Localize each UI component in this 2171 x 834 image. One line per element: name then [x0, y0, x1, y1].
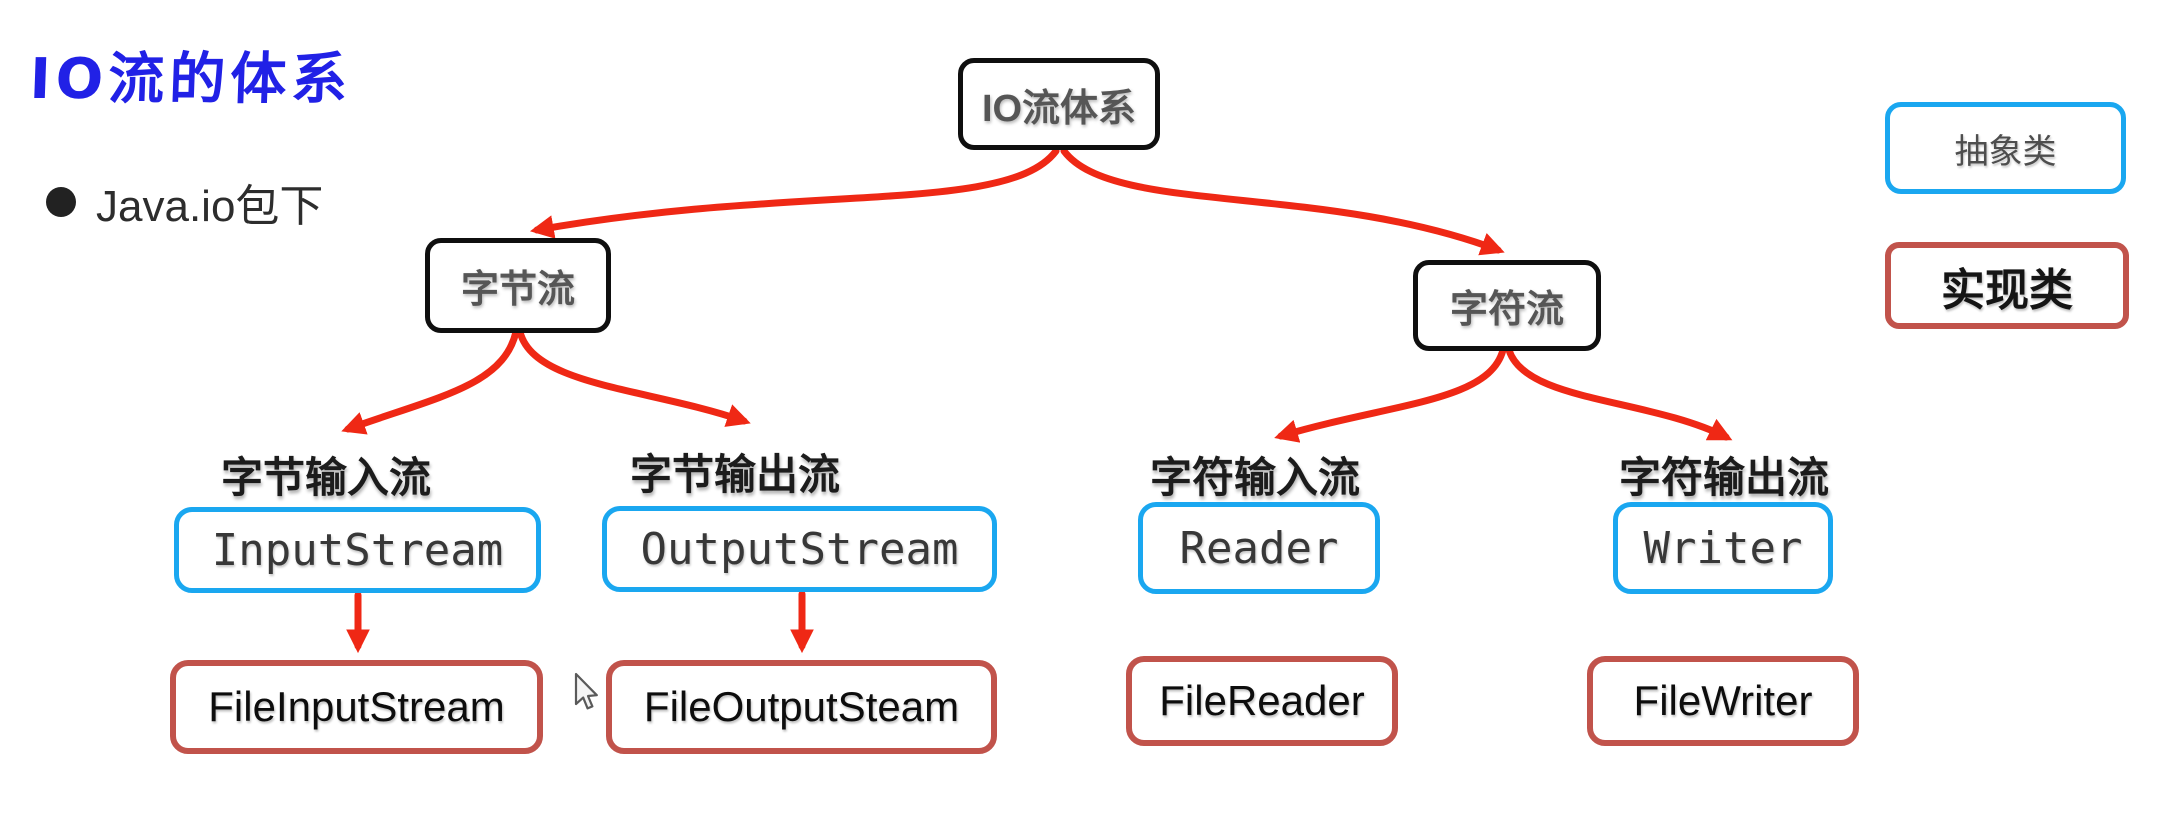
impl-class-node-filewriter: FileWriter [1587, 656, 1859, 746]
abstract-class-node-inputstream: InputStream [174, 507, 541, 593]
category-label-byte-output: 字节输出流 [629, 451, 841, 498]
arrow-char-to-reader [1274, 346, 1507, 443]
impl-class-node-filereader: FileReader [1126, 656, 1398, 746]
legend-impl-class-box: 实现类 [1885, 242, 2129, 329]
impl-class-node-fileinputstream: FileInputStream [170, 660, 543, 754]
abstract-class-node-reader: Reader [1138, 502, 1380, 594]
page-title: IO流的体系 [28, 47, 354, 112]
abstract-class-node-writer: Writer [1613, 502, 1833, 594]
node-char-stream: 字符流 [1413, 260, 1601, 351]
category-label-byte-input: 字节输入流 [220, 454, 432, 501]
abstract-class-node-outputstream: OutputStream [602, 506, 997, 592]
bullet-icon [46, 187, 76, 217]
arrow-root-to-char-stream [1060, 147, 1505, 256]
impl-class-node-fileoutputsteam: FileOutputSteam [606, 660, 997, 754]
node-io-root: IO流体系 [958, 58, 1160, 150]
node-byte-stream: 字节流 [425, 238, 611, 333]
bullet-text: Java.io包下 [96, 182, 324, 231]
legend-abstract-class-label: 抽象类 [1954, 131, 2057, 172]
arrow-byte-to-input [341, 328, 520, 435]
legend-abstract-class-box: 抽象类 [1885, 102, 2126, 194]
bullet-line: Java.io包下 [46, 170, 323, 234]
mouse-cursor-icon [574, 672, 598, 710]
arrow-byte-to-output [516, 328, 751, 427]
legend-impl-class-label: 实现类 [1941, 265, 2073, 315]
category-label-char-input: 字符输入流 [1149, 454, 1361, 501]
category-label-char-output: 字符输出流 [1618, 454, 1830, 501]
arrow-root-to-byte-stream [529, 147, 1060, 239]
arrow-char-to-writer [1505, 346, 1733, 441]
